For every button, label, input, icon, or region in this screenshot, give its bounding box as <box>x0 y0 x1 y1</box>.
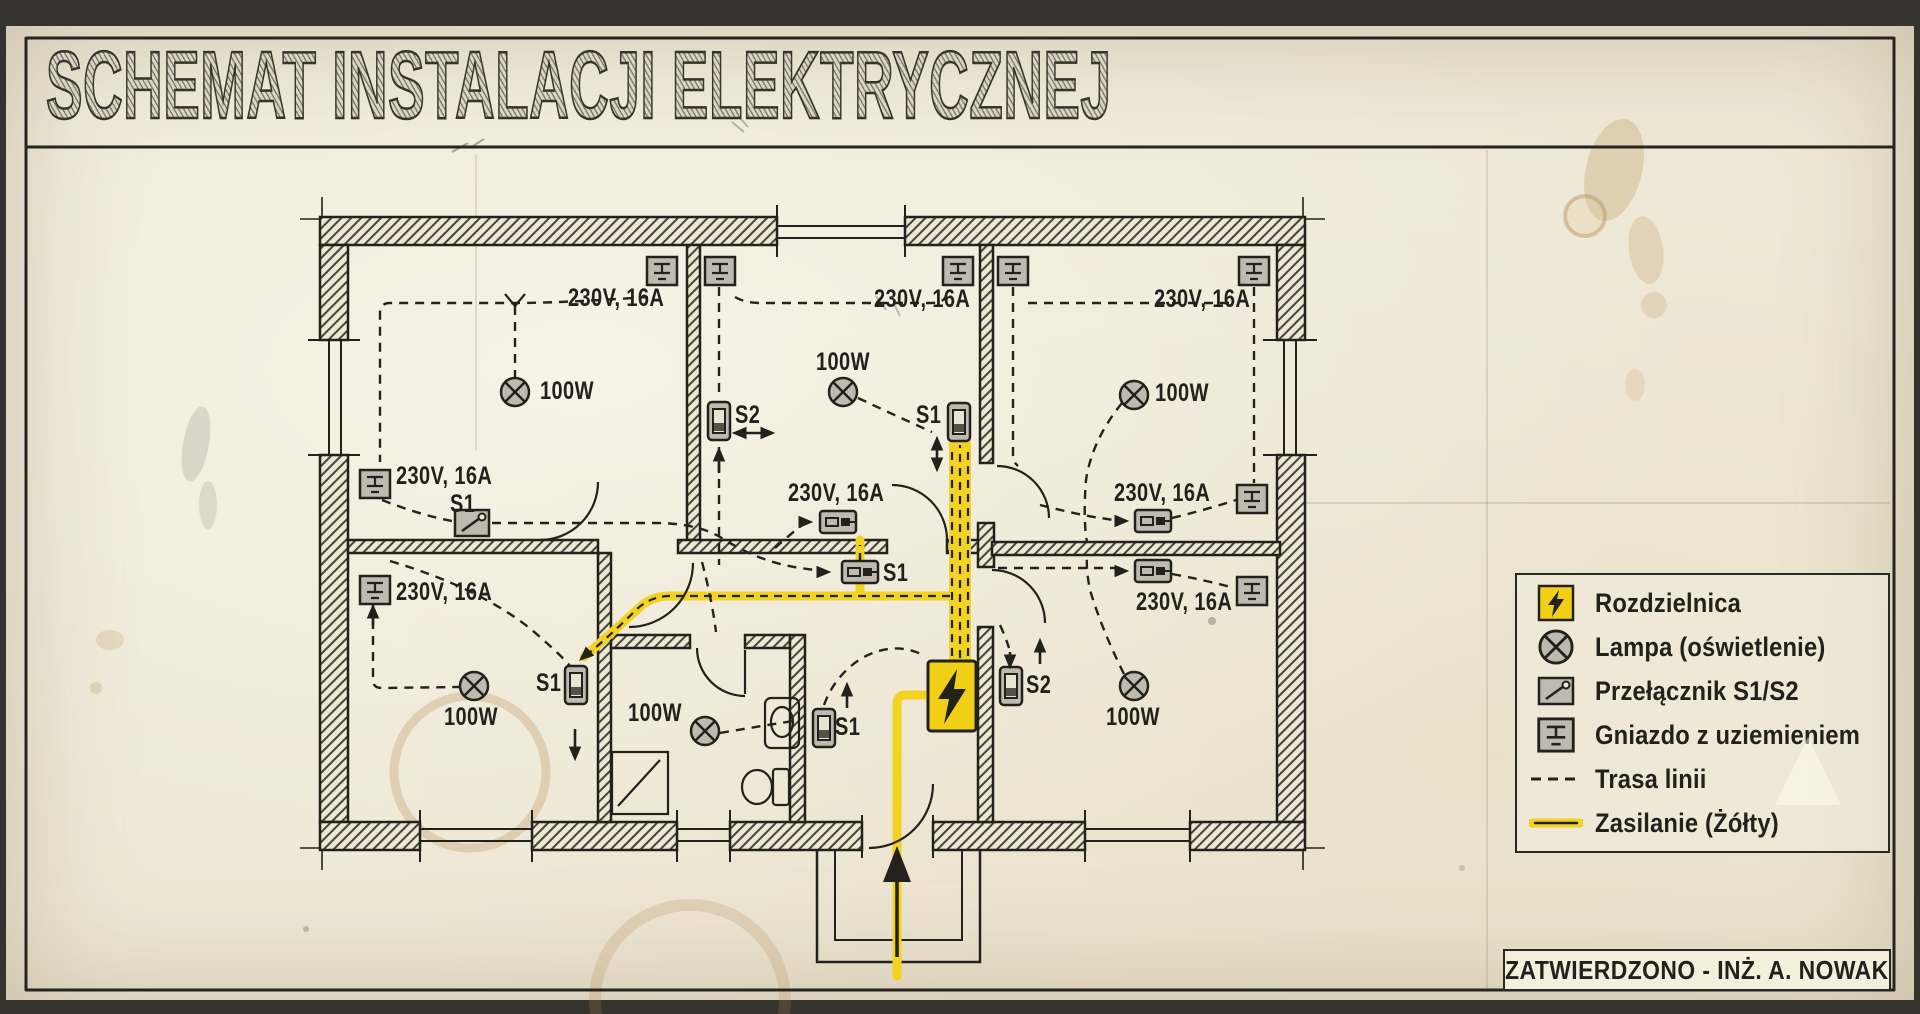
plan-label: 230V, 16A <box>1136 588 1233 616</box>
dashed-route-icon <box>1527 769 1585 789</box>
distribution-board-icon <box>926 659 978 733</box>
plan-label: 230V, 16A <box>874 285 971 313</box>
legend-box: Rozdzielnica Lampa (oświetlenie) Przełąc… <box>1515 573 1890 853</box>
triangle-watermark <box>1775 737 1841 805</box>
socket-room4-left-icon <box>358 574 392 606</box>
approval-stamp: ZATWIERDZONO - INŻ. A. NOWAK <box>1503 949 1891 991</box>
socket-room6-left-icon <box>1133 558 1173 584</box>
plan-label: 230V, 16A <box>568 284 665 312</box>
lamp-room4-icon <box>458 670 490 702</box>
legend-row: Trasa linii <box>1527 759 1888 799</box>
switch-s1-room2-icon <box>946 401 972 443</box>
plan-label: 230V, 16A <box>396 578 493 606</box>
socket-room6-right-icon <box>1235 575 1269 607</box>
plan-label: 230V, 16A <box>1114 479 1211 507</box>
shower-icon <box>610 750 670 816</box>
socket-room2-right-icon <box>941 255 975 287</box>
windows <box>300 197 1325 870</box>
approval-stamp-text: ZATWIERDZONO - INŻ. A. NOWAK <box>1505 954 1889 985</box>
table-edge-left <box>0 0 6 1014</box>
route-junction-mark <box>504 293 526 308</box>
plan-label: 100W <box>1155 379 1209 407</box>
distribution-board-icon <box>1527 583 1585 623</box>
legend-row: Zasilanie (Żółty) <box>1527 803 1888 843</box>
page-frame <box>24 36 1896 992</box>
plan-label: 100W <box>1106 703 1160 731</box>
switch-s2-room2-icon <box>706 400 732 442</box>
plan-label: S1 <box>536 669 562 697</box>
legend-label: Przełącznik S1/S2 <box>1595 675 1799 706</box>
bathroom-fixtures <box>610 696 801 816</box>
switch-s1-room4-icon <box>563 664 589 706</box>
switch-s1-hall-icon <box>811 707 837 749</box>
socket-room2-left-icon <box>703 255 737 287</box>
plan-label: 230V, 16A <box>1154 285 1251 313</box>
switch-s1-corridor-icon <box>840 559 880 585</box>
plan-label: 100W <box>540 377 594 405</box>
legend-label: Lampa (oświetlenie) <box>1595 631 1826 662</box>
lamp-room2-icon <box>827 376 859 408</box>
supply-line-icon <box>1527 813 1585 833</box>
door-arcs <box>539 464 1051 850</box>
plan-label: 100W <box>816 348 870 376</box>
plan-label: S2 <box>1026 671 1052 699</box>
lamp-room6-icon <box>1118 670 1150 702</box>
table-edge-top <box>0 0 1920 26</box>
socket-room3-left-icon <box>996 255 1030 287</box>
socket-room5-left-icon <box>1133 508 1173 534</box>
plan-label: 100W <box>444 703 498 731</box>
arrows <box>367 427 1129 957</box>
grounded-socket-icon <box>1527 715 1585 755</box>
lamp-bathroom-icon <box>689 715 721 747</box>
legend-label: Trasa linii <box>1595 763 1707 794</box>
switch-s2-room6-icon <box>998 665 1024 707</box>
paper-creases <box>475 150 1890 988</box>
supply-arrow-icon <box>883 846 911 882</box>
table-edge-bottom <box>0 1000 1920 1014</box>
legend-row: Rozdzielnica <box>1527 583 1888 623</box>
socket-room3-right-icon <box>1237 255 1271 287</box>
plan-label: S1 <box>883 559 909 587</box>
supply-route-dashes <box>587 445 970 658</box>
sink-icon <box>763 696 801 750</box>
legend-label: Zasilanie (Żółty) <box>1595 807 1779 838</box>
table-edge-right <box>1914 0 1920 1014</box>
plan-label: 230V, 16A <box>396 462 493 490</box>
toilet-icon <box>740 768 774 806</box>
lamp-icon <box>1527 627 1585 667</box>
socket-room2-bottom-icon <box>818 509 858 535</box>
socket-room1-left-icon <box>358 468 392 500</box>
plan-label: 230V, 16A <box>788 479 885 507</box>
switch-icon <box>1527 671 1585 711</box>
lamp-room1-icon <box>499 376 531 408</box>
legend-row: Przełącznik S1/S2 <box>1527 671 1888 711</box>
legend-row: Lampa (oświetlenie) <box>1527 627 1888 667</box>
socket-room1-top-icon <box>645 255 679 287</box>
legend-label: Rozdzielnica <box>1595 587 1742 618</box>
plan-label: S1 <box>450 490 476 518</box>
paper-stains <box>90 117 1667 1014</box>
socket-room5-right-icon <box>1235 483 1269 515</box>
plan-label: S1 <box>835 713 861 741</box>
page-title: SCHEMAT INSTALACJI ELEKTRYCZNEJ <box>45 32 1112 139</box>
lamp-room3-icon <box>1118 379 1150 411</box>
plan-label: S2 <box>735 401 761 429</box>
plan-label: S1 <box>916 401 942 429</box>
plan-label: 100W <box>628 699 682 727</box>
cable-routes <box>371 287 1256 735</box>
